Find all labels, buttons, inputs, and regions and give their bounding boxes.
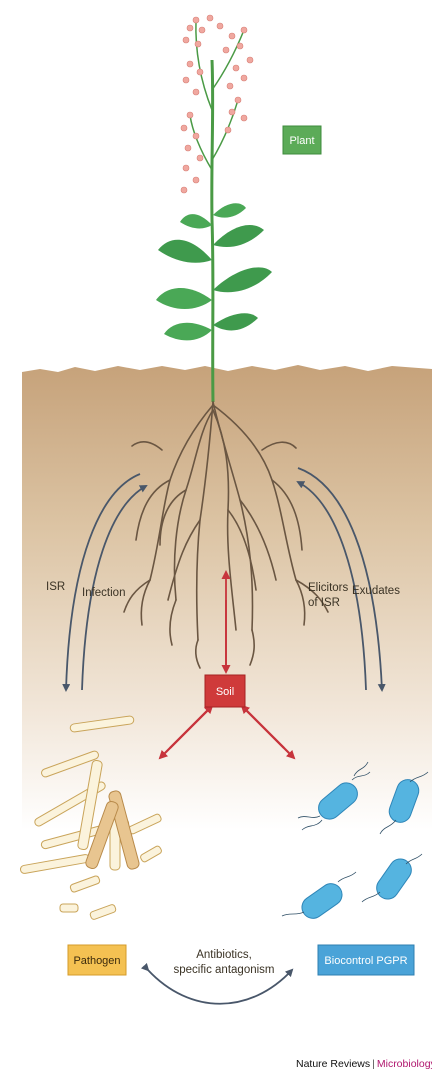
biocontrol-node: Biocontrol PGPR: [318, 945, 414, 975]
biocontrol-label: Biocontrol PGPR: [324, 955, 407, 967]
isr-label: ISR: [46, 581, 65, 593]
credit-section: Microbiology: [377, 1058, 432, 1070]
credit-separator: |: [370, 1058, 377, 1070]
credit-journal: Nature Reviews: [296, 1058, 370, 1070]
soil-label: Soil: [216, 686, 234, 698]
pathogen-node: Pathogen: [68, 945, 126, 975]
elicitors-label-line2: of ISR: [308, 597, 340, 609]
plant-node: Plant: [283, 126, 321, 154]
soil-node: Soil: [205, 675, 245, 707]
plant-illustration: [156, 15, 272, 402]
antibiotics-label-line1: Antibiotics,: [196, 949, 252, 961]
pathogen-label: Pathogen: [73, 955, 120, 967]
plant-label: Plant: [289, 135, 314, 147]
infection-label: Infection: [82, 587, 125, 599]
antibiotics-label-line2: specific antagonism: [174, 964, 275, 976]
journal-credit: Nature Reviews|Microbiology: [296, 1058, 432, 1070]
elicitors-label-line1: Elicitors: [308, 582, 349, 594]
exudates-label: Exudates: [352, 585, 400, 597]
